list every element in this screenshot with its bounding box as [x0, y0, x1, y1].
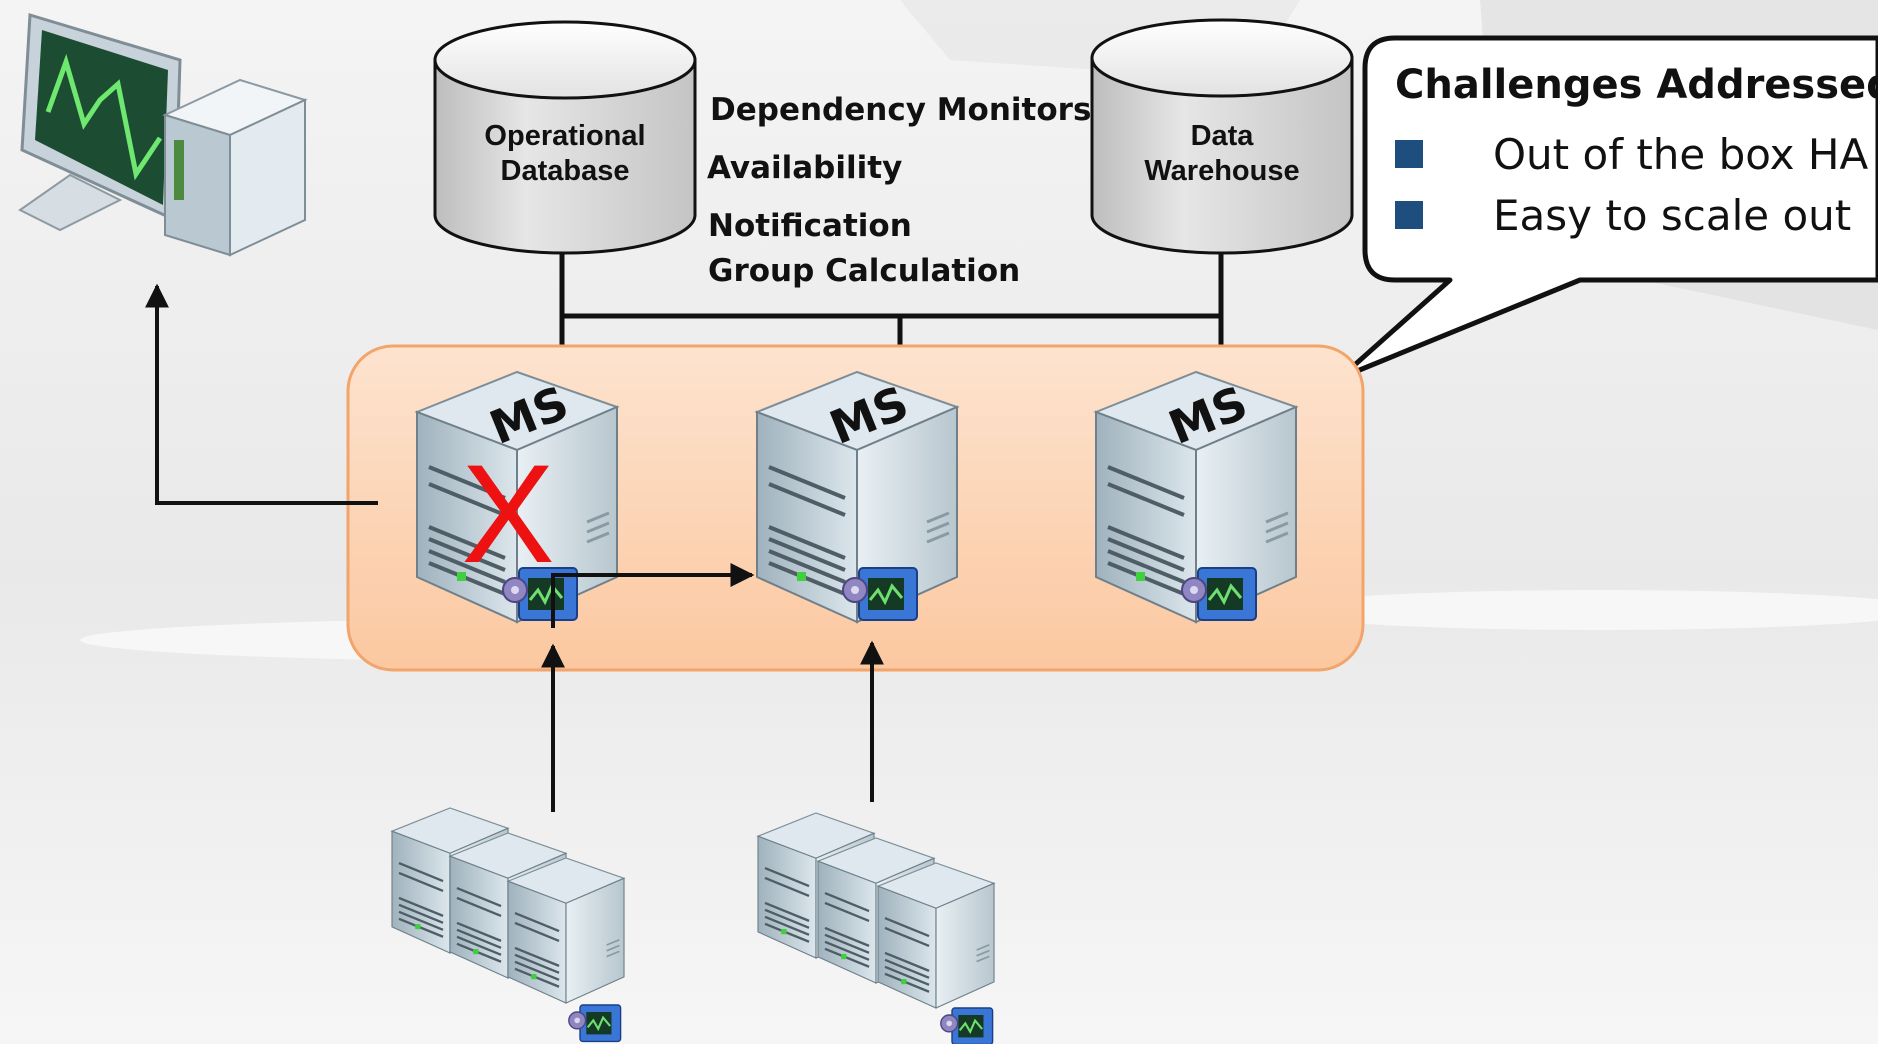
- feature-group-calculation: Group Calculation: [708, 253, 1021, 289]
- monitor-workstation-icon: [18, 13, 308, 257]
- agent-server-group-1: [390, 806, 626, 1043]
- failure-mark: X: [461, 435, 554, 592]
- feature-availability: Availability: [707, 150, 903, 186]
- feature-notification: Notification: [708, 208, 912, 244]
- callout-item: Easy to scale out: [1395, 190, 1851, 240]
- management-server-2: MS: [755, 370, 959, 624]
- agent-server-group-2: [756, 811, 996, 1044]
- feature-dependency-monitors: Dependency Monitors: [710, 92, 1092, 128]
- operational-database-icon: [433, 20, 697, 255]
- bullet-square-icon: [1395, 201, 1423, 229]
- bullet-square-icon: [1395, 140, 1423, 168]
- management-server-3: MS: [1094, 370, 1298, 624]
- data-warehouse-label: Data Warehouse: [1144, 120, 1300, 187]
- agent-badge-icon: [567, 1003, 622, 1043]
- data-warehouse-icon: [1090, 18, 1354, 255]
- agent-badge-icon: [939, 1006, 994, 1044]
- management-server-1: MS: [415, 370, 619, 624]
- callout-bubble: [1337, 35, 1878, 381]
- callout-item-text: Easy to scale out: [1493, 190, 1852, 240]
- callout-item-text: Out of the box HA: [1493, 129, 1869, 179]
- callout-item: Out of the box HA: [1395, 129, 1868, 179]
- operational-database-label: Operational Database: [484, 120, 646, 187]
- failover-arrow-ms1-to-ms2: [551, 563, 755, 628]
- console-failover-arrow: [145, 283, 378, 505]
- callout-title: Challenges Addressed: [1395, 62, 1878, 108]
